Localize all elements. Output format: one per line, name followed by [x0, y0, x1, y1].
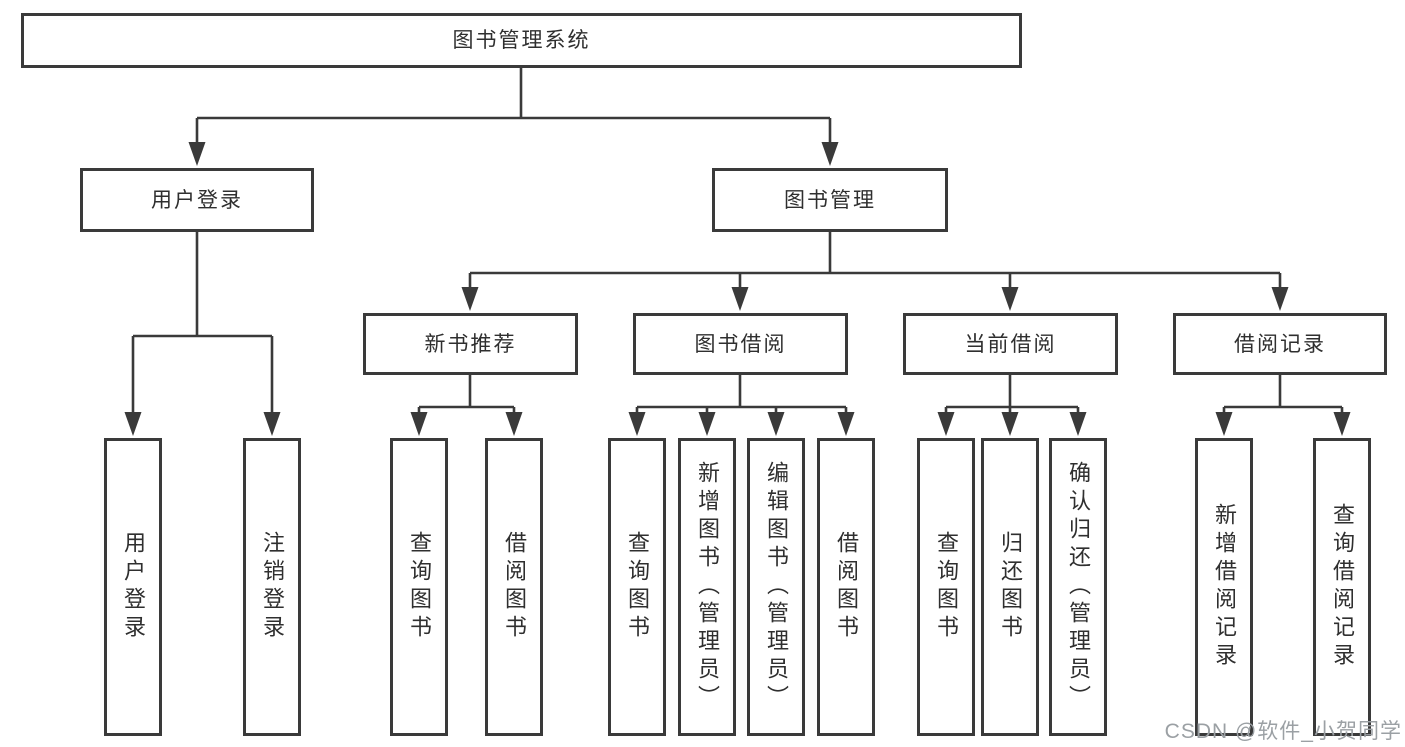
csdn-watermark: CSDN @软件_小贺同学	[1164, 720, 1402, 743]
leaf-query-books-current: 查询图书	[917, 438, 975, 736]
branch-root	[188, 68, 839, 166]
leaf-confirm-return-admin: 确认归还（管理员）	[1049, 438, 1107, 736]
leaf-query-borrow-record: 查询借阅记录	[1313, 438, 1371, 736]
leaf-logout: 注销登录	[243, 438, 301, 736]
leaf-user-login: 用户登录	[104, 438, 162, 736]
node-book-borrow: 图书借阅	[633, 313, 848, 375]
branch-borrow-record	[1215, 375, 1351, 436]
leaf-return-books: 归还图书	[981, 438, 1039, 736]
branch-new-book-recommend	[410, 375, 523, 436]
leaf-borrow-books: 借阅图书	[817, 438, 875, 736]
leaf-query-books-recommend: 查询图书	[390, 438, 448, 736]
branch-book-management	[461, 232, 1289, 311]
node-root-system: 图书管理系统	[21, 13, 1022, 68]
node-user-login: 用户登录	[80, 168, 314, 232]
branch-user-login	[124, 232, 281, 436]
leaf-edit-books-admin: 编辑图书（管理员）	[747, 438, 805, 736]
branch-book-borrow	[628, 375, 855, 436]
node-new-book-recommend: 新书推荐	[363, 313, 578, 375]
leaf-borrow-books-recommend: 借阅图书	[485, 438, 543, 736]
leaf-query-books-borrow: 查询图书	[608, 438, 666, 736]
node-current-borrow: 当前借阅	[903, 313, 1118, 375]
leaf-add-books-admin: 新增图书（管理员）	[678, 438, 736, 736]
branch-current-borrow	[937, 375, 1087, 436]
node-book-management: 图书管理	[712, 168, 948, 232]
leaf-add-borrow-record: 新增借阅记录	[1195, 438, 1253, 736]
node-borrow-record: 借阅记录	[1173, 313, 1387, 375]
